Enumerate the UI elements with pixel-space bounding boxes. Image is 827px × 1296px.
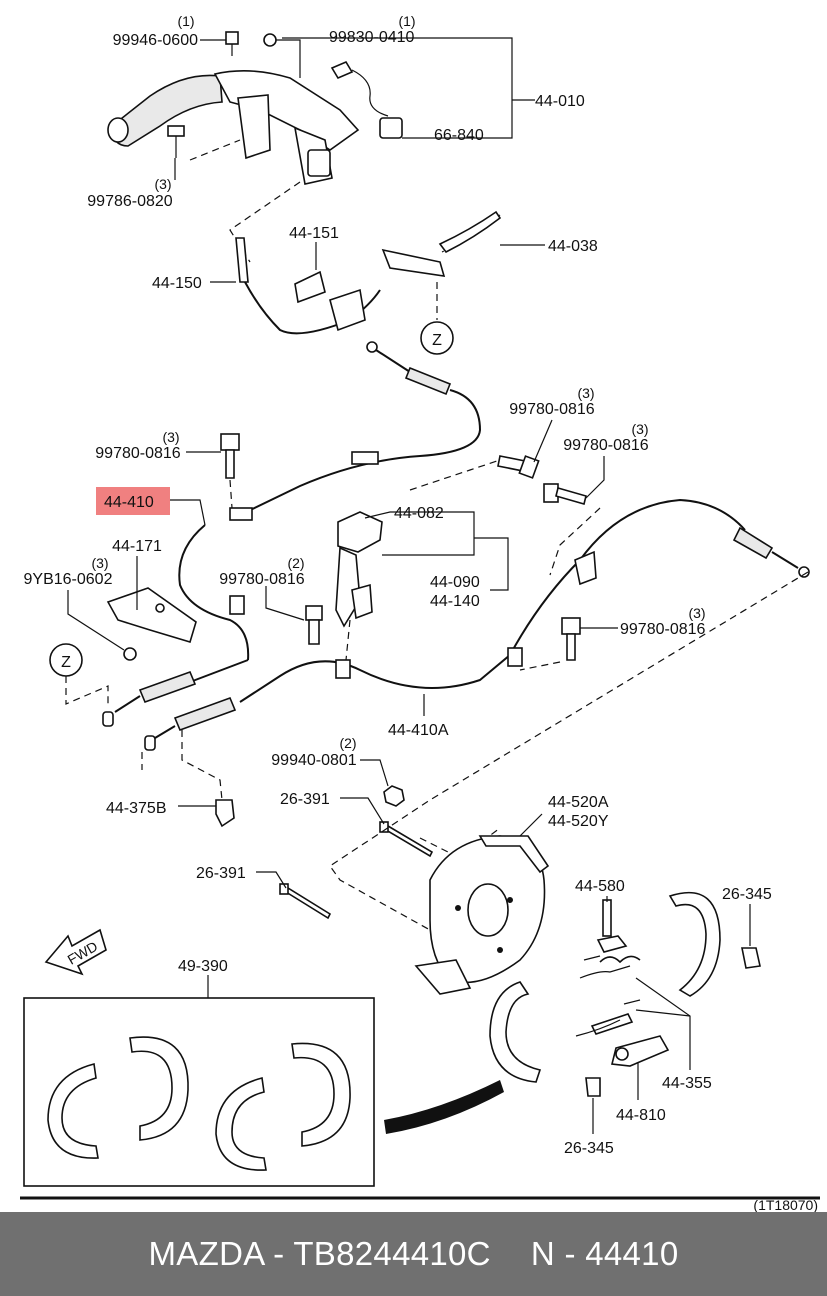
label-44-038: 44-038	[548, 238, 598, 255]
lever-44-810	[611, 1035, 670, 1067]
label-44-375b: 44-375B	[106, 800, 167, 817]
highlight-44-410	[96, 487, 170, 515]
spring-44-355	[575, 955, 641, 1037]
qty-99780-c: (3)	[631, 421, 648, 437]
footer-catalog-number: TB8244410C	[293, 1235, 491, 1272]
label-9yb16-0602: 9YB16-0602	[24, 571, 113, 588]
qty-99946: (1)	[177, 13, 194, 29]
label-99830-0410: 99830-0410	[329, 29, 415, 46]
front-cable-44-150	[235, 210, 502, 335]
parking-brake-exploded-diagram: Z	[20, 13, 820, 1212]
qty-99780-e: (3)	[688, 605, 705, 621]
label-44-090: 44-090	[430, 574, 480, 591]
label-99780-0816-e: 99780-0816	[620, 621, 706, 638]
label-26-391-lower: 26-391	[196, 865, 246, 882]
label-44-520a: 44-520A	[548, 794, 609, 811]
label-49-390: 49-390	[178, 958, 228, 975]
qty-99780-d: (2)	[287, 555, 304, 571]
footer-separator: -	[273, 1235, 285, 1272]
label-26-345-lower: 26-345	[564, 1140, 614, 1157]
part-number-footer: MAZDA - TB8244410C N - 44410	[0, 1212, 827, 1296]
label-44-520y: 44-520Y	[548, 813, 609, 830]
bracket-44-082	[335, 511, 383, 628]
qty-99940: (2)	[339, 735, 356, 751]
z-marker-lower-label: Z	[61, 654, 71, 671]
footer-part-number: 44410	[585, 1235, 679, 1272]
label-44-410: 44-410	[104, 494, 154, 511]
z-marker-upper-label: Z	[432, 332, 442, 349]
qty-99786: (3)	[154, 176, 171, 192]
nut-icon	[383, 785, 405, 807]
kit-pointer-arrow	[384, 1080, 504, 1134]
label-26-345-upper: 26-345	[722, 886, 772, 903]
footer-separator-2: -	[564, 1235, 576, 1272]
bolt-icon	[561, 617, 581, 661]
label-99780-0816-a: 99780-0816	[509, 401, 595, 418]
bolt-icon	[220, 433, 240, 479]
label-99780-0816-b: 99780-0816	[95, 445, 181, 462]
label-66-840: 66-840	[434, 127, 484, 144]
z-marker-lower: Z	[49, 643, 83, 677]
forward-direction-arrow: FWD	[44, 928, 107, 976]
footer-brand-group: MAZDA - TB8244410C	[149, 1235, 491, 1273]
pin-26-391-lower	[279, 883, 332, 920]
label-44-171: 44-171	[112, 538, 162, 555]
label-44-410a: 44-410A	[388, 722, 449, 739]
label-99780-0816-c: 99780-0816	[563, 437, 649, 454]
label-99780-0816-d: 99780-0816	[219, 571, 305, 588]
footer-prefix: N	[530, 1235, 555, 1272]
brake-shoe-rear	[489, 981, 542, 1083]
label-44-151: 44-151	[289, 225, 339, 242]
bolt-icon	[497, 455, 540, 479]
qty-9yb16: (3)	[91, 555, 108, 571]
label-44-810: 44-810	[616, 1107, 666, 1124]
rear-cable-44-410	[102, 341, 482, 727]
label-99946-0600: 99946-0600	[113, 32, 199, 49]
qty-99830: (1)	[398, 13, 415, 29]
bolt-icon	[543, 483, 587, 505]
brake-shoe-front	[668, 891, 721, 997]
backing-plate-44-520	[414, 835, 550, 995]
shoe-kit-box	[23, 997, 375, 1187]
footer-brand: MAZDA	[148, 1235, 264, 1272]
label-26-391-upper: 26-391	[280, 791, 330, 808]
label-44-580: 44-580	[575, 878, 625, 895]
bolt-icon	[305, 605, 323, 645]
rear-cable-44-410a	[144, 498, 810, 751]
clip-26-345-lower	[585, 1077, 601, 1097]
z-marker-upper: Z	[420, 321, 454, 355]
qty-99780-b: (3)	[162, 429, 179, 445]
hand-brake-lever	[107, 31, 403, 185]
clip-44-375b	[215, 799, 235, 828]
label-44-140: 44-140	[430, 593, 480, 610]
shoe-kit-shoes	[47, 1036, 351, 1171]
adjuster-44-580	[596, 899, 628, 953]
qty-99780-a: (3)	[577, 385, 594, 401]
label-44-010: 44-010	[535, 93, 585, 110]
drawing-id: (1T18070)	[753, 1197, 818, 1212]
pin-26-391-upper	[379, 821, 434, 858]
label-99940-0801: 99940-0801	[271, 752, 357, 769]
label-44-355: 44-355	[662, 1075, 712, 1092]
footer-part-group: N - 44410	[531, 1235, 679, 1273]
clip-26-345-upper	[741, 947, 761, 969]
label-44-082: 44-082	[394, 505, 444, 522]
plate-44-171	[106, 587, 197, 661]
label-44-150: 44-150	[152, 275, 202, 292]
label-99786-0820: 99786-0820	[87, 193, 173, 210]
